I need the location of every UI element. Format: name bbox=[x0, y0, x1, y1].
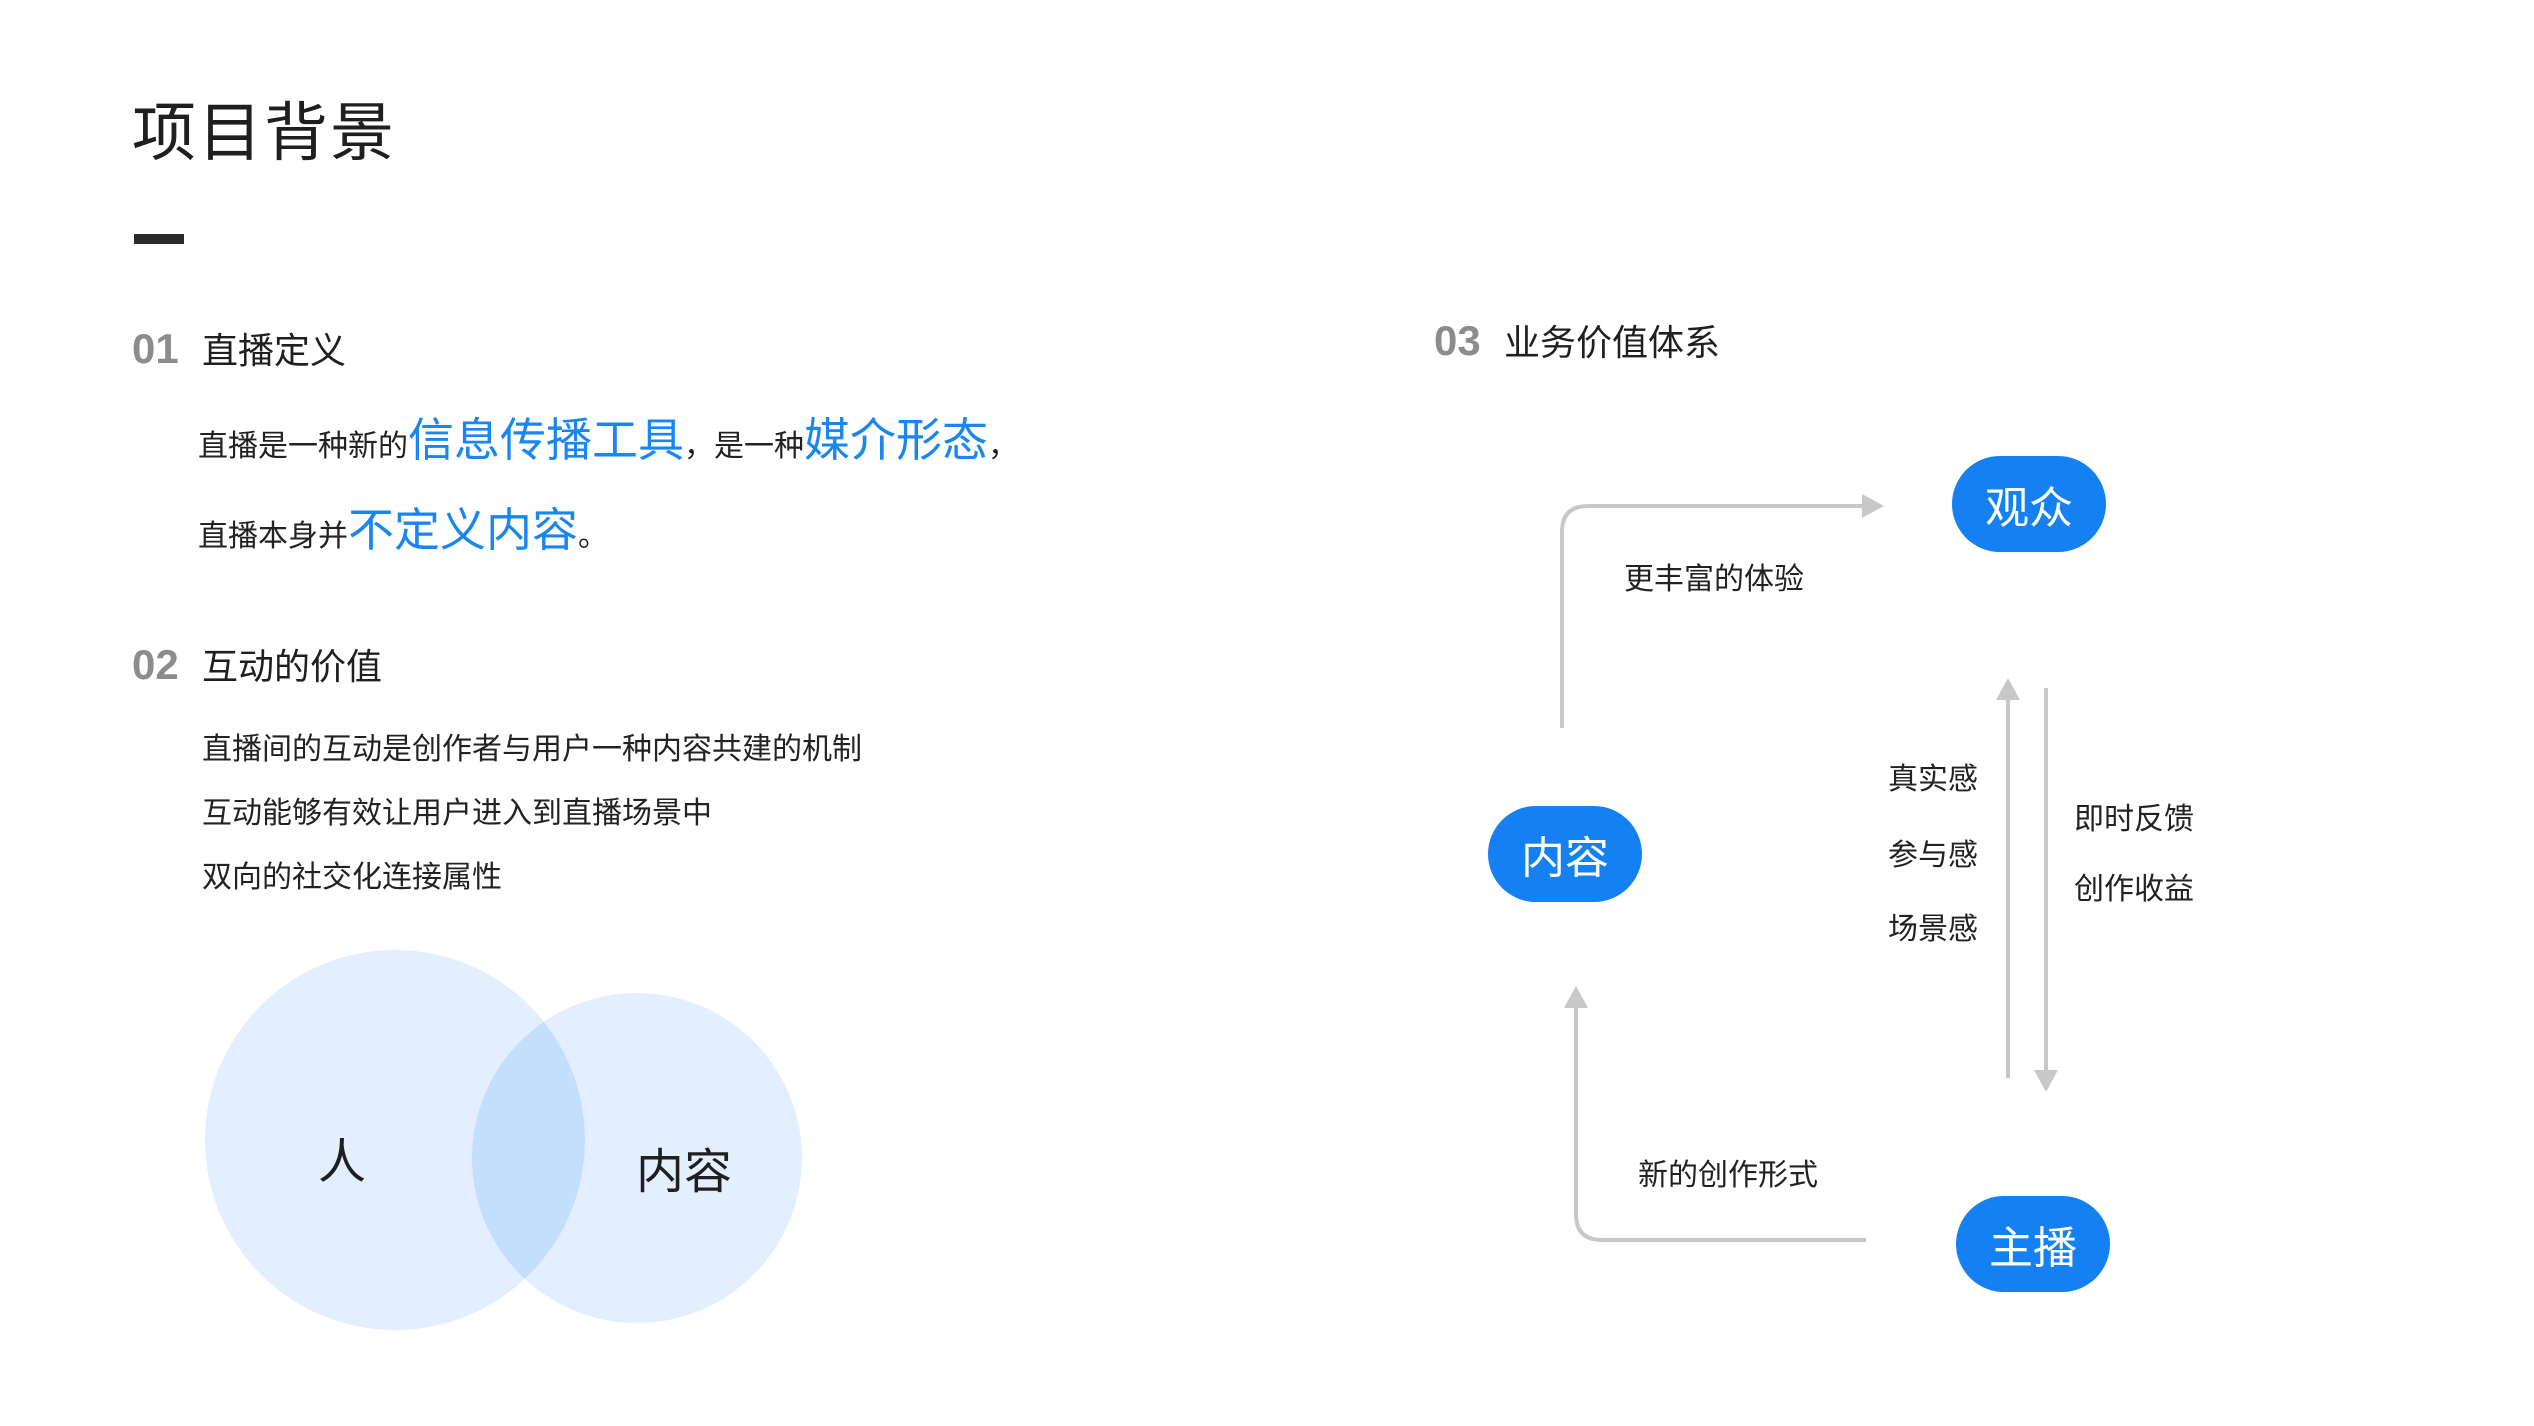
venn-circle-person bbox=[205, 950, 585, 1330]
section2-title: 互动的价值 bbox=[202, 647, 383, 688]
section2-bullet: 直播间的互动是创作者与用户一种内容共建的机制 bbox=[202, 732, 862, 767]
label-realism: 真实感 bbox=[1888, 762, 1978, 797]
section3-header: 03 业务价值体系 bbox=[1434, 314, 1720, 366]
node-audience: 观众 bbox=[1952, 456, 2106, 552]
section1-title: 直播定义 bbox=[202, 331, 347, 372]
flow-arrows bbox=[1560, 494, 2058, 1242]
line1-text-c: ，是一种 bbox=[684, 429, 804, 464]
title-underline bbox=[134, 234, 184, 244]
section1-number: 01 bbox=[132, 325, 179, 372]
label-instant-feedback: 即时反馈 bbox=[2074, 802, 2194, 837]
section1-line2: 直播本身并不定义内容。 bbox=[198, 494, 608, 560]
line1-text-e: ， bbox=[988, 429, 1018, 464]
node-content: 内容 bbox=[1488, 806, 1642, 902]
arrow-content-to-audience bbox=[1560, 504, 1862, 728]
label-new-creation-form: 新的创作形式 bbox=[1638, 1158, 1818, 1193]
section2-header: 02 互动的价值 bbox=[132, 638, 382, 690]
label-creation-income: 创作收益 bbox=[2074, 872, 2194, 907]
section3-title: 业务价值体系 bbox=[1504, 323, 1721, 364]
arrowhead-up-left bbox=[1564, 986, 1588, 1008]
line1-text-a: 直播是一种新的 bbox=[198, 429, 408, 464]
venn-overlap bbox=[472, 993, 585, 1323]
line2-text-a: 直播本身并 bbox=[198, 519, 348, 554]
line2-text-c: 。 bbox=[578, 519, 608, 554]
highlight-info-tool: 信息传播工具 bbox=[408, 413, 684, 467]
label-richer-experience: 更丰富的体验 bbox=[1624, 562, 1804, 597]
node-host: 主播 bbox=[1956, 1196, 2110, 1292]
section3-number: 03 bbox=[1434, 317, 1481, 364]
arrow-host-to-content bbox=[1574, 1008, 1866, 1242]
arrowhead-down bbox=[2034, 1070, 2058, 1092]
venn-diagram bbox=[205, 950, 802, 1330]
label-participation: 参与感 bbox=[1888, 838, 1978, 873]
section2-bullet: 互动能够有效让用户进入到直播场景中 bbox=[202, 796, 712, 831]
highlight-media-form: 媒介形态 bbox=[804, 413, 988, 467]
section2-bullet: 双向的社交化连接属性 bbox=[202, 860, 502, 895]
section2-number: 02 bbox=[132, 641, 179, 688]
section1-header: 01 直播定义 bbox=[132, 322, 346, 374]
page-title: 项目背景 bbox=[132, 97, 396, 171]
arrowhead-right bbox=[1862, 494, 1884, 518]
label-scene: 场景感 bbox=[1888, 912, 1978, 947]
highlight-not-define-content: 不定义内容 bbox=[348, 503, 578, 557]
venn-label-person: 人 bbox=[318, 1134, 367, 1190]
arrowhead-up bbox=[1996, 678, 2020, 700]
venn-label-content: 内容 bbox=[636, 1144, 733, 1200]
section1-line1: 直播是一种新的信息传播工具，是一种媒介形态， bbox=[198, 404, 1018, 470]
